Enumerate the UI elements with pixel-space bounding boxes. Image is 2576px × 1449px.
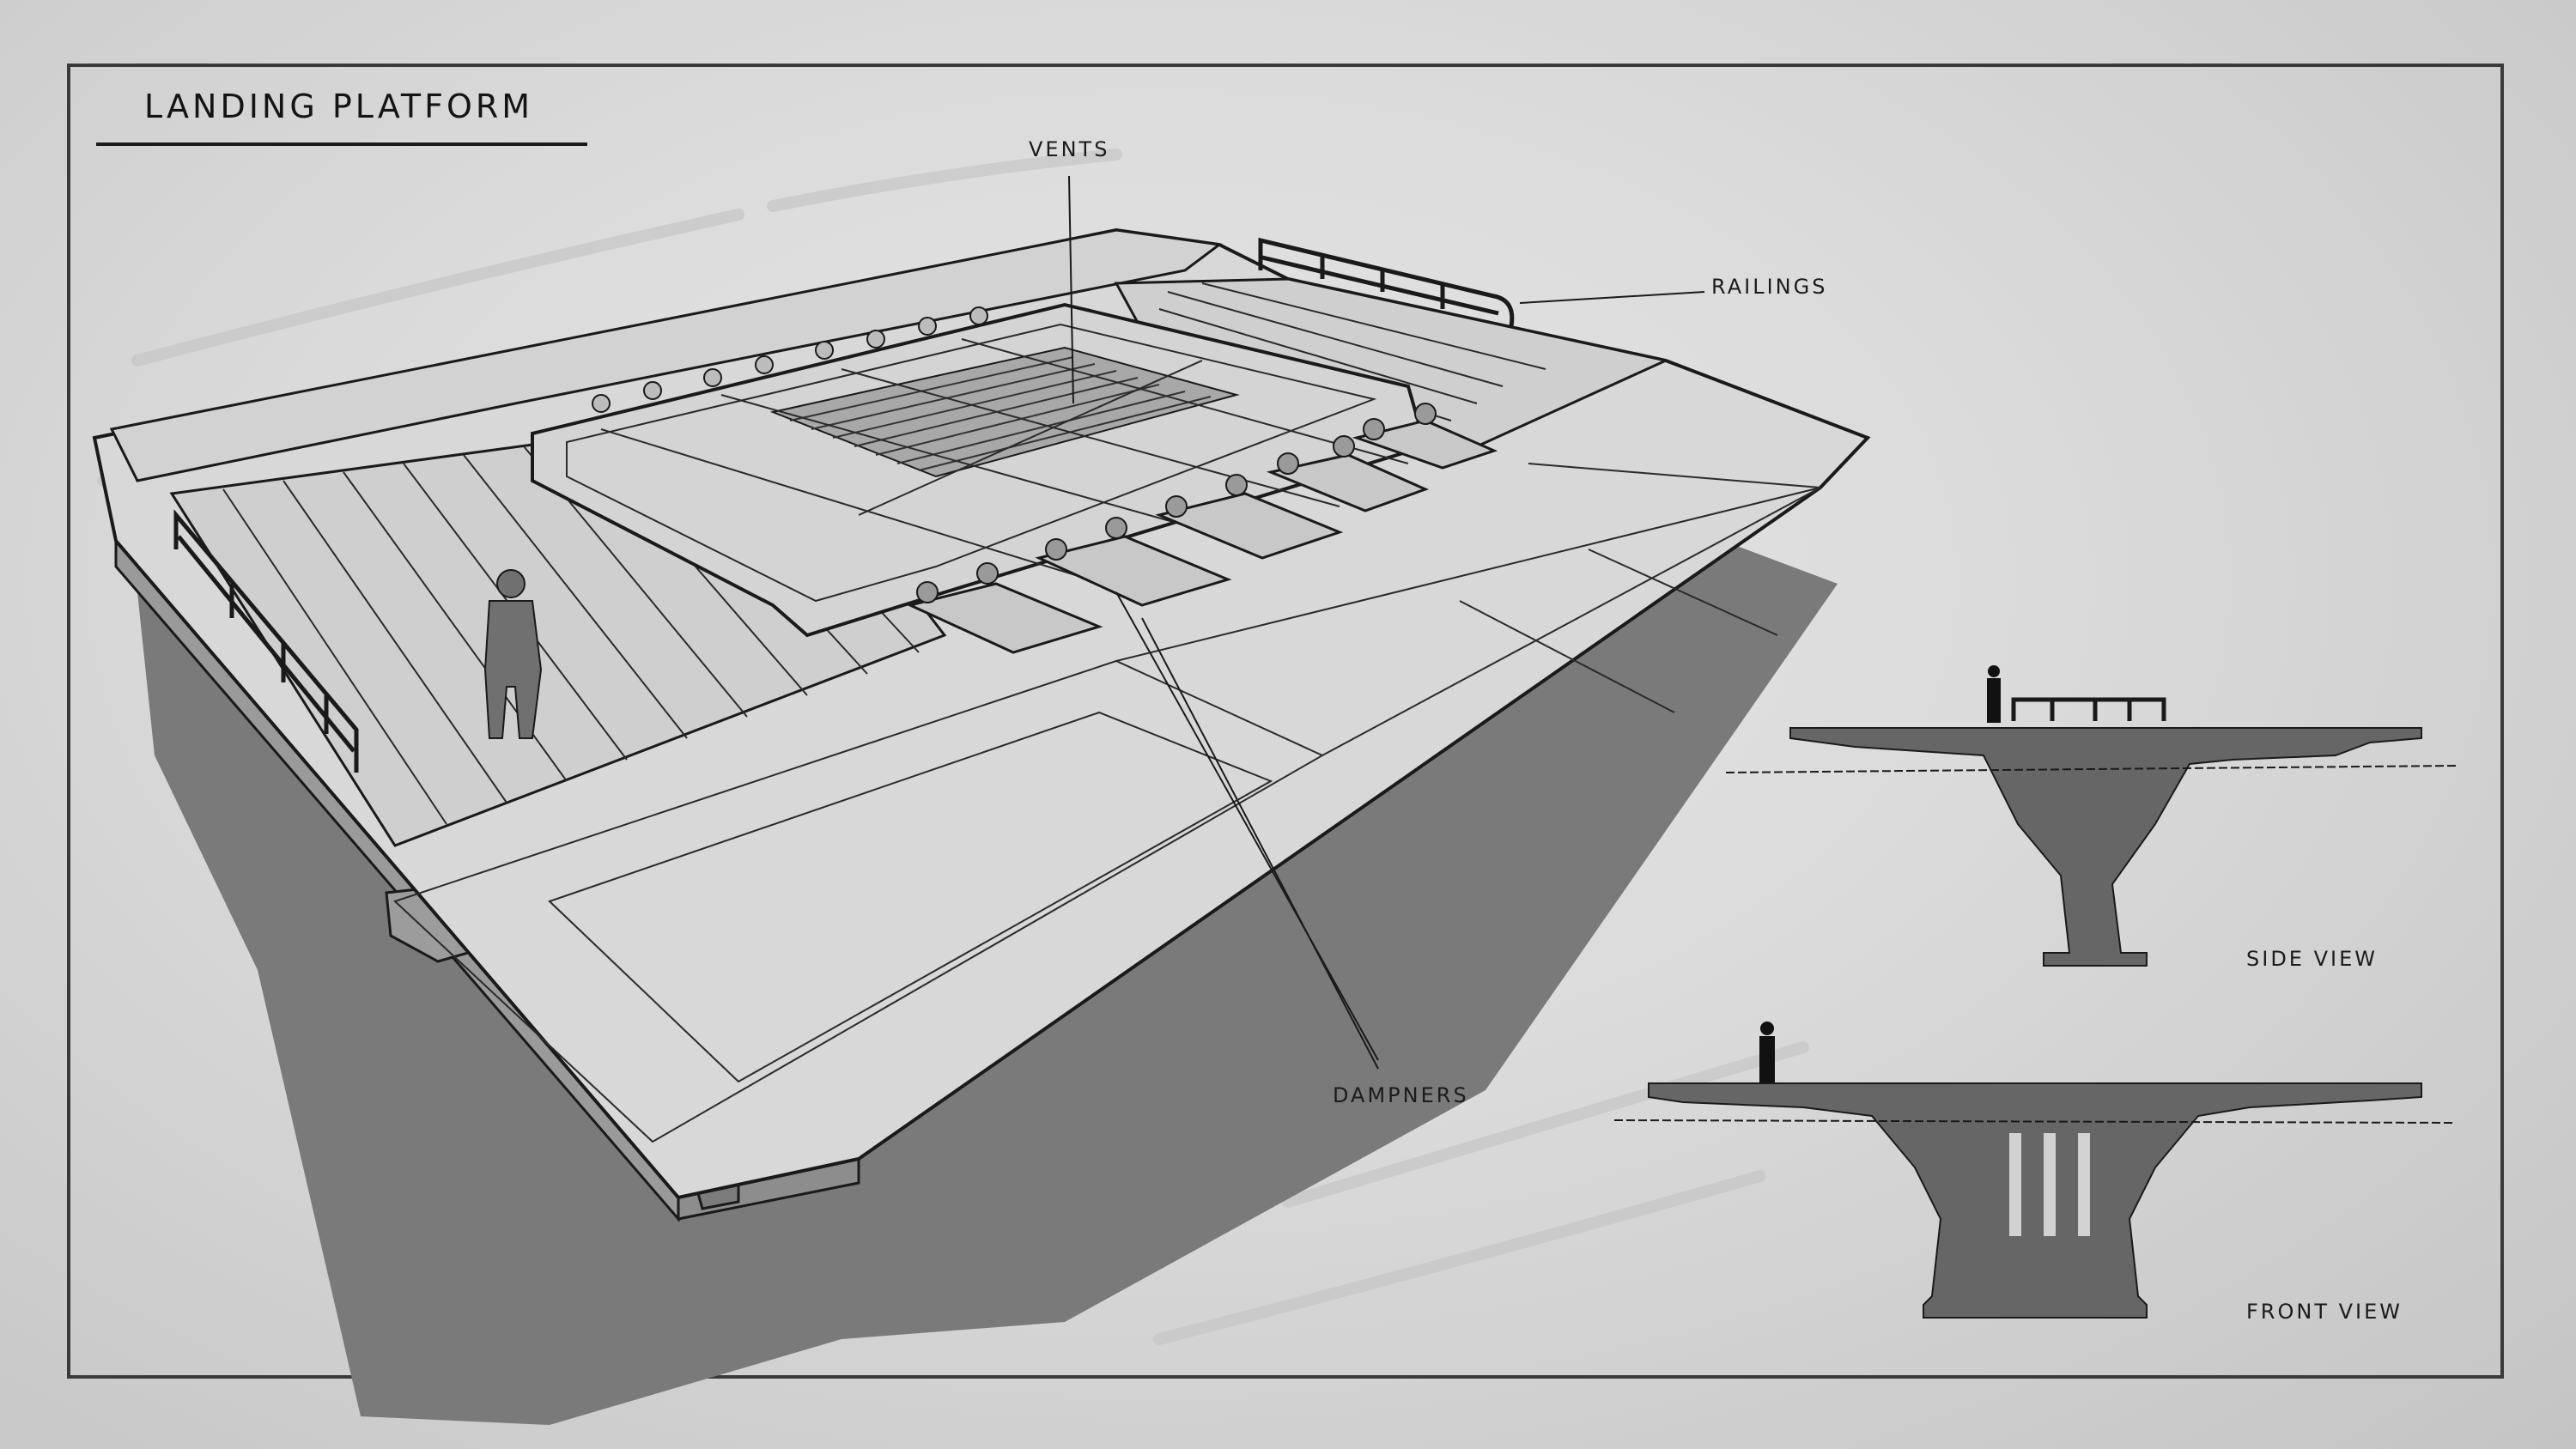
pad-inner-rim [566, 323, 1377, 603]
side-view-ground [1725, 765, 2457, 773]
leader-lines [1068, 175, 1705, 1070]
dampners-rear [592, 306, 988, 413]
vents-label: VENTS [1029, 137, 1110, 161]
side-view-label: SIDE VIEW [2246, 947, 2378, 971]
side-view-elevation [1725, 665, 2457, 967]
front-view-label: FRONT VIEW [2246, 1300, 2403, 1324]
deck-railing-left [173, 509, 359, 773]
side-view-silhouette [1789, 727, 2422, 967]
dampners-front [906, 419, 1498, 654]
page-title: LANDING PLATFORM [144, 88, 534, 125]
front-view-silhouette [1648, 1082, 2422, 1319]
railings-label: RAILINGS [1711, 275, 1828, 299]
dampners-label: DAMPNERS [1333, 1083, 1469, 1107]
vent-grates [769, 346, 1240, 478]
rear-strip [109, 228, 1223, 482]
front-view-elevation [1613, 1022, 2457, 1319]
dampner-joints [916, 403, 1437, 603]
front-view-ground [1613, 1119, 2457, 1124]
sheet-frame [67, 64, 2504, 1379]
side-view-railing [2011, 697, 2166, 721]
person-silhouette [483, 569, 543, 739]
front-deck-panels [393, 463, 1821, 1143]
front-view-person [1759, 1022, 1775, 1082]
side-view-person [1987, 665, 2001, 723]
walkway-planks [222, 420, 920, 825]
title-underline [96, 142, 587, 146]
front-view-gaps [2009, 1133, 2090, 1236]
deck-railing-right [1258, 237, 1515, 327]
